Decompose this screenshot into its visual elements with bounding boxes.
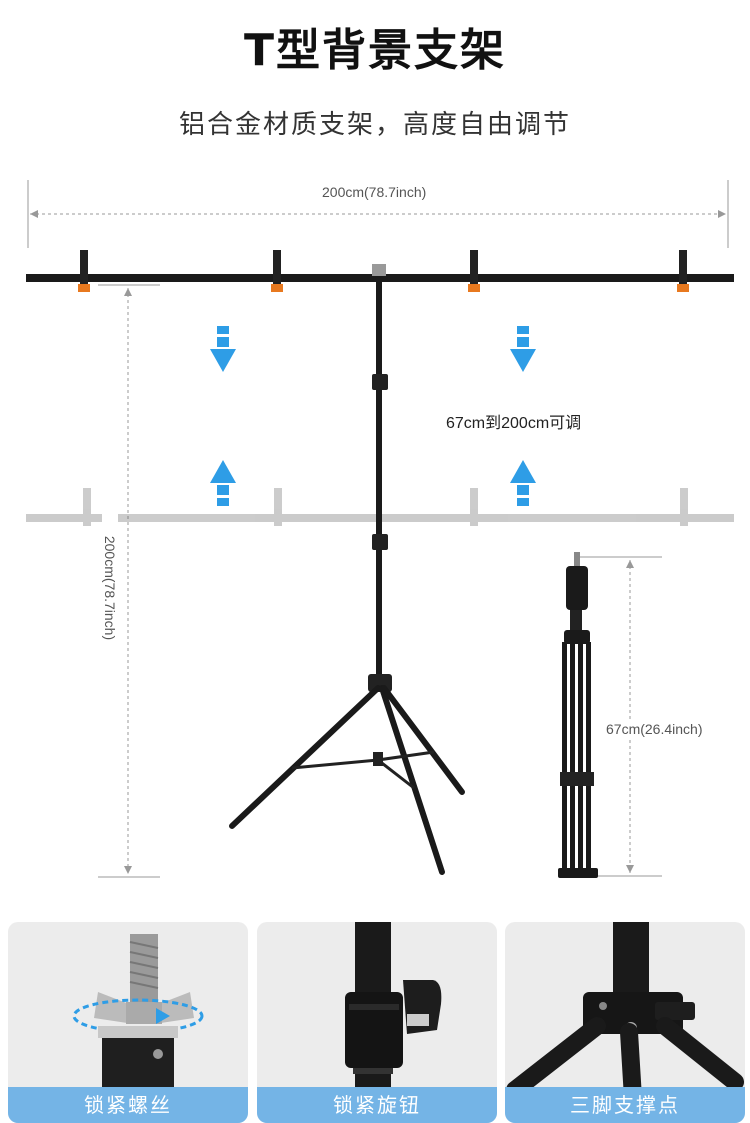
adjustable-range-label: 67cm到200cm可调 [446,415,582,432]
clip-top-3 [468,250,480,292]
width-dimension-label: 200cm(78.7inch) [318,184,431,200]
detail-panel-tripod-joint: 三脚支撑点 [505,922,745,1123]
clip-top-2 [271,250,283,292]
lock-knob-icon [345,922,442,1092]
detail-label-lock-knob: 锁紧旋钮 [257,1087,497,1123]
t-stand-illustration [26,180,734,878]
arrow-up-right-icon [510,460,536,506]
page-subtitle: 铝合金材质支架，高度自由调节 [178,110,571,140]
lock-screw-icon [72,934,204,1088]
arrow-up-left-icon [210,460,236,506]
arrow-down-right-icon [510,326,536,372]
height-dimension-label: 200cm(78.7inch) [102,514,118,662]
detail-label-lock-screw: 锁紧螺丝 [8,1087,248,1123]
folded-height-label: 67cm(26.4inch) [602,721,707,737]
clip-top-1 [78,250,90,292]
detail-panel-lock-screw: 锁紧螺丝 [8,922,248,1123]
detail-label-tripod-joint: 三脚支撑点 [505,1087,745,1123]
tripod-joint-icon [506,922,744,1107]
arrow-down-left-icon [210,326,236,372]
detail-panel-lock-knob: 锁紧旋钮 [257,922,497,1123]
page-title: T型背景支架 [243,25,506,76]
clip-top-4 [677,250,689,292]
